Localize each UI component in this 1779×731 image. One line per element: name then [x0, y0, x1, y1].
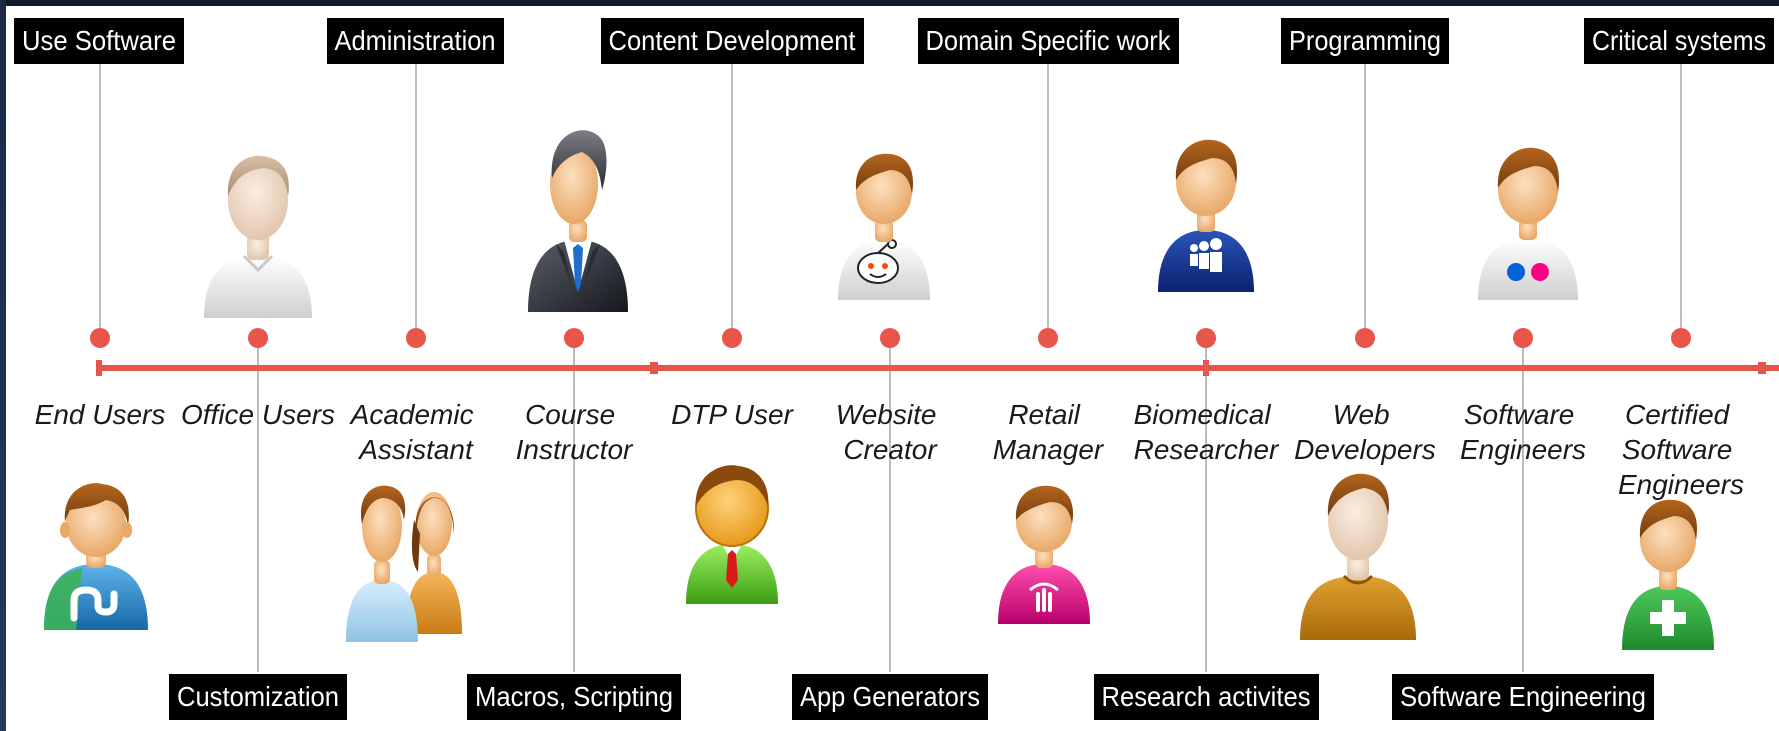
pink-user-icon [998, 485, 1090, 624]
role-label: DTP User [671, 399, 795, 430]
role-label: Website Creator [836, 399, 944, 465]
bottom-tag: Customization [169, 674, 347, 720]
bottom-tag-label: Macros, Scripting [475, 681, 673, 712]
role-labels: End Users Office Users Academic Assistan… [35, 399, 1744, 500]
top-tag-label: Administration [335, 25, 496, 56]
milestone-dot [1038, 328, 1058, 348]
role-label: Course Instructor [516, 399, 634, 465]
milestone-dot [1355, 328, 1375, 348]
frame-left-edge [0, 0, 6, 731]
timeline-tick [1203, 360, 1209, 376]
milestone-dot [1671, 328, 1691, 348]
green-user-icon [686, 465, 778, 604]
bottom-tag-label: Software Engineering [1400, 681, 1646, 712]
role-label: Academic Assistant [349, 399, 482, 465]
tag-background [467, 674, 681, 720]
milestone-dot [1196, 328, 1216, 348]
timeline-axis [96, 360, 1779, 376]
timeline-tick [650, 362, 658, 374]
bottom-tag: Software Engineering [1392, 674, 1654, 720]
role-label: Web Developers [1294, 399, 1436, 465]
bottom-tag: Macros, Scripting [467, 674, 681, 720]
tag-background [1281, 18, 1449, 64]
frame-top-edge [0, 0, 1779, 6]
milestone-dot [90, 328, 110, 348]
timeline-tick [96, 360, 102, 376]
tag-background [918, 18, 1179, 64]
top-tag: Critical systems [1584, 18, 1774, 64]
tag-background [1094, 674, 1319, 720]
plain-user-icon [204, 155, 312, 318]
role-label: End Users [35, 399, 166, 430]
top-tag: Administration [327, 18, 504, 64]
bottom-tag-label: Customization [177, 681, 339, 712]
bottom-tag: App Generators [792, 674, 988, 720]
top-tag-label: Use Software [22, 25, 176, 56]
role-label: Biomedical Researcher [1134, 399, 1280, 465]
tag-background [14, 18, 184, 64]
top-tag: Content Development [601, 18, 864, 64]
myspace-user-icon [1158, 139, 1254, 292]
milestone-dot [248, 328, 268, 348]
role-label: Software Engineers [1460, 399, 1586, 465]
top-tag-label: Programming [1289, 25, 1441, 56]
bottom-tag-label: Research activites [1102, 681, 1311, 712]
milestone-dot [1513, 328, 1533, 348]
businessman-icon [528, 130, 628, 312]
top-tag: Programming [1281, 18, 1449, 64]
reddit-user-icon [838, 153, 930, 300]
tag-background [1584, 18, 1774, 64]
connectors [99, 64, 1682, 672]
top-tag-label: Content Development [609, 25, 856, 56]
bottom-tag-label: App Generators [800, 681, 980, 712]
tag-background [327, 18, 504, 64]
bottom-tag: Research activites [1094, 674, 1319, 720]
top-tag-label: Domain Specific work [926, 25, 1172, 56]
top-tag: Domain Specific work [918, 18, 1179, 64]
milestone-dot [564, 328, 584, 348]
stumbleupon-user-icon [44, 483, 148, 630]
tag-background [792, 674, 988, 720]
milestones [90, 328, 1691, 348]
timeline-tick [1758, 362, 1766, 374]
top-tag: Use Software [14, 18, 184, 64]
top-tag-label: Critical systems [1592, 25, 1766, 56]
milestone-dot [406, 328, 426, 348]
tag-background [169, 674, 347, 720]
user-pair-icon [346, 485, 462, 642]
tag-background [601, 18, 864, 64]
role-label: Office Users [181, 399, 335, 430]
cross-user-icon [1622, 499, 1714, 650]
flickr-user-icon [1478, 147, 1578, 300]
tag-background [1392, 674, 1654, 720]
orange-user-icon [1300, 473, 1416, 640]
milestone-dot [722, 328, 742, 348]
milestone-dot [880, 328, 900, 348]
role-label: Retail Manager [993, 399, 1105, 465]
role-label: Certified Software Engineers [1618, 399, 1744, 500]
